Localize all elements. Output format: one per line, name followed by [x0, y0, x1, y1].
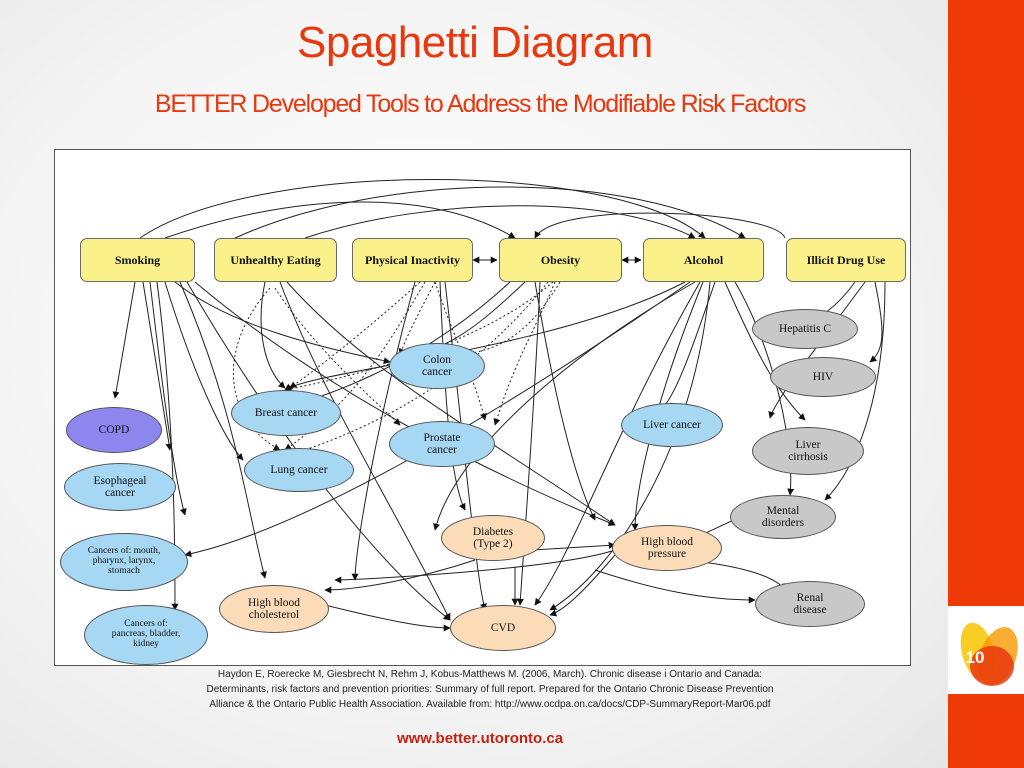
condition-label: disease: [793, 604, 827, 616]
condition-label: disorders: [761, 517, 805, 529]
condition-breast-cancer: Breast cancer: [231, 390, 341, 436]
risk-factor-label: Smoking: [114, 252, 161, 267]
slide-subtitle: BETTER Developed Tools to Address the Mo…: [154, 90, 806, 118]
condition-cvd: CVD: [450, 605, 556, 651]
condition-label: cholesterol: [248, 609, 300, 621]
risk-factor-label: Unhealthy Eating: [230, 252, 321, 267]
condition-label: pancreas, bladder,: [111, 629, 181, 640]
condition-diabetes: Diabetes(Type 2): [441, 515, 545, 561]
condition-hiv: HIV: [770, 357, 876, 397]
condition-label: Prostate: [423, 431, 461, 444]
condition-label: (Type 2): [473, 538, 513, 550]
condition-label: Liver: [795, 438, 821, 451]
spaghetti-diagram: Smoking Unhealthy Eating Physical Inacti…: [54, 149, 911, 666]
page-number: 10: [965, 648, 985, 667]
condition-label: High blood: [640, 535, 694, 548]
condition-label: cirrhosis: [788, 451, 828, 463]
risk-factor-label: Obesity: [540, 252, 581, 267]
condition-label: COPD: [98, 423, 130, 436]
slide-title: Spaghetti Diagram: [297, 18, 653, 67]
risk-factor-label: Alcohol: [683, 252, 724, 267]
condition-copd: COPD: [66, 407, 162, 453]
condition-hepatitis-c: Hepatitis C: [752, 309, 858, 349]
condition-label: CVD: [490, 621, 516, 634]
logo: [948, 606, 1024, 694]
condition-label: cancer: [427, 444, 457, 456]
footer-url-link[interactable]: www.better.utoronto.ca: [396, 730, 564, 747]
condition-label: pressure: [647, 548, 687, 560]
condition-liver-cancer: Liver cancer: [621, 403, 723, 447]
condition-label: stomach: [108, 565, 140, 576]
logo-icon: [960, 622, 1018, 686]
condition-label: kidney: [133, 638, 159, 649]
risk-factor-unhealthy-eating: Unhealthy Eating: [214, 238, 337, 282]
condition-label: High blood: [247, 596, 301, 609]
condition-lung-cancer: Lung cancer: [244, 448, 354, 492]
condition-label: Breast cancer: [254, 406, 318, 419]
condition-label: Colon: [422, 353, 452, 366]
condition-label: Diabetes: [472, 525, 514, 538]
condition-label: Liver cancer: [643, 418, 701, 431]
condition-label: pharynx, larynx,: [92, 556, 156, 567]
condition-label: HIV: [812, 370, 834, 383]
condition-label: Esophageal: [93, 474, 147, 487]
risk-factor-obesity: Obesity: [499, 238, 622, 282]
risk-factor-illicit-drug-use: Illicit Drug Use: [786, 238, 906, 282]
citation-text: Haydon E, Roerecke M, Giesbrecht N, Rehm…: [206, 669, 774, 710]
condition-label: Mental: [766, 504, 800, 517]
condition-label: Renal: [796, 591, 824, 604]
condition-label: Cancers of: mouth,: [87, 546, 161, 557]
condition-cancers-pancreas-bladder-kidney: Cancers of:pancreas, bladder,kidney: [84, 605, 208, 665]
condition-cancers-mouth-pharynx-larynx-stomach: Cancers of: mouth,pharynx, larynx,stomac…: [60, 533, 188, 591]
risk-factor-label: Illicit Drug Use: [806, 252, 886, 267]
condition-label: Hepatitis C: [778, 322, 832, 335]
condition-label: Cancers of:: [124, 619, 168, 630]
risk-factor-physical-inactivity: Physical Inactivity: [352, 238, 473, 282]
condition-label: cancer: [422, 366, 452, 378]
risk-factor-smoking: Smoking: [80, 238, 195, 282]
risk-factor-label: Physical Inactivity: [365, 252, 460, 267]
condition-label: Lung cancer: [270, 463, 328, 476]
condition-label: cancer: [104, 487, 135, 499]
risk-factor-alcohol: Alcohol: [643, 238, 764, 282]
